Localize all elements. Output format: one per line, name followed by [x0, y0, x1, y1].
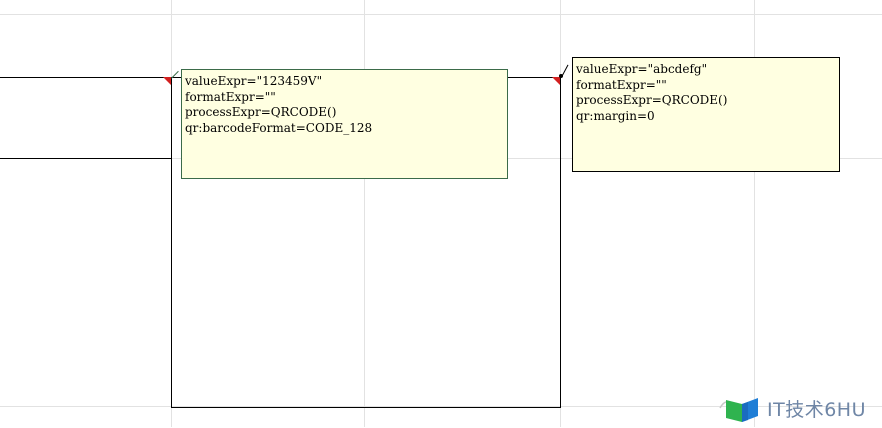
note-line-margin: qr:margin=0 — [576, 108, 655, 123]
comment-note[interactable]: valueExpr="123459V" formatExpr="" proces… — [181, 69, 508, 179]
note-line-format-expr: formatExpr="" — [185, 89, 276, 104]
gridline-horizontal — [0, 406, 882, 407]
comment-note[interactable]: valueExpr="abcdefg" formatExpr="" proces… — [572, 57, 840, 172]
gridline-horizontal — [0, 14, 882, 15]
note-line-barcode-format: qr:barcodeFormat=CODE_128 — [185, 120, 373, 135]
gridline-vertical — [364, 0, 365, 427]
note-line-value-expr: valueExpr="123459V" — [185, 74, 323, 88]
cell-border-middle — [0, 158, 172, 159]
cell-border-bottom — [171, 407, 561, 408]
note-line-value-expr: valueExpr="abcdefg" — [576, 62, 708, 76]
note-line-process-expr: processExpr=QRCODE() — [576, 93, 728, 107]
note-line-process-expr: processExpr=QRCODE() — [185, 105, 337, 119]
comment-marker-icon[interactable] — [552, 77, 560, 85]
cell-border-left — [171, 77, 172, 408]
comment-marker-icon[interactable] — [163, 77, 171, 85]
book-logo-icon — [718, 392, 762, 424]
watermark-text: IT技术6HU — [767, 398, 866, 421]
gridline-vertical — [754, 0, 755, 427]
watermark: IT技术6HU — [718, 392, 866, 424]
note-line-format-expr: formatExpr="" — [576, 77, 667, 92]
cell-border-right — [560, 77, 561, 408]
anchor-dot — [559, 74, 563, 78]
